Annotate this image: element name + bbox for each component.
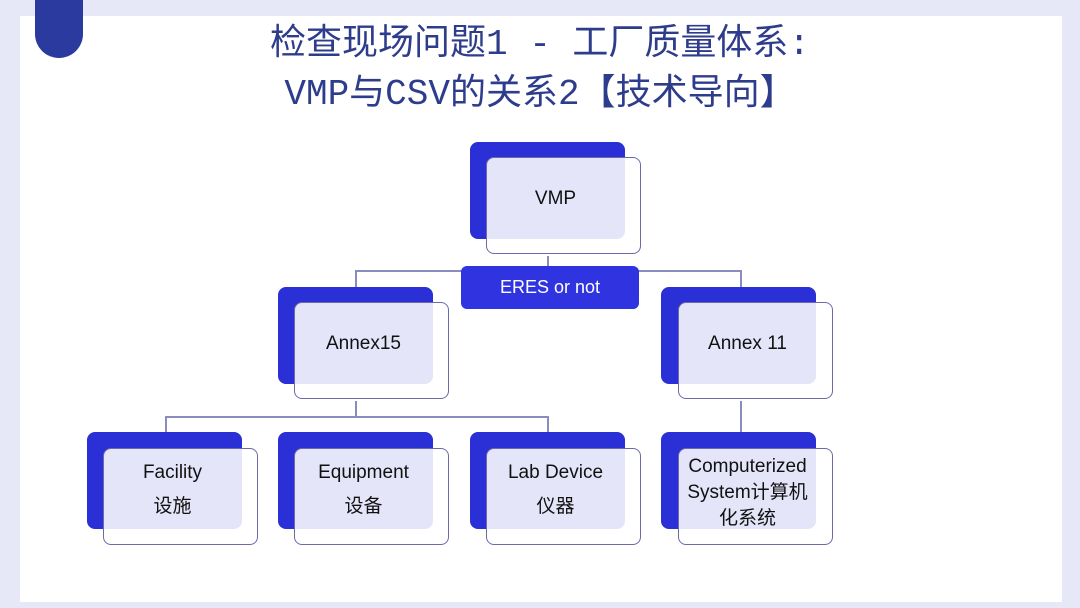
node-label: Lab Device [507, 461, 604, 483]
node-annex11: Annex 11 [678, 302, 833, 399]
node-label: 化系统 [718, 507, 776, 529]
node-facility: Facility 设施 [103, 448, 258, 545]
connector [740, 270, 742, 288]
node-lab-device: Lab Device 仪器 [486, 448, 641, 545]
node-label: VMP [534, 187, 577, 209]
node-eres: ERES or not [461, 266, 639, 309]
node-label-zh: 设施 [153, 495, 192, 517]
node-label: Annex15 [325, 332, 401, 354]
node-annex15: Annex15 [294, 302, 449, 399]
node-label: System计算机 [687, 481, 808, 503]
node-label: Equipment [318, 461, 409, 483]
node-label-zh: 设备 [344, 495, 383, 517]
connector [355, 270, 357, 288]
title-line-1: 检查现场问题1 - 工厂质量体系: [269, 24, 811, 65]
node-label: Annex 11 [708, 332, 787, 354]
connector [355, 401, 357, 417]
node-label: Computerized [688, 455, 807, 477]
node-equipment: Equipment 设备 [294, 448, 449, 545]
connector [547, 416, 549, 433]
connector [740, 401, 742, 433]
connector [547, 256, 549, 268]
connector [165, 416, 548, 418]
node-label: Facility [142, 461, 203, 483]
node-vmp: VMP [486, 157, 641, 254]
node-label-zh: 仪器 [536, 495, 575, 517]
connector [165, 416, 167, 433]
title-line-2: VMP与CSV的关系2【技术导向】 [284, 74, 796, 115]
slide-accent-tab [35, 0, 83, 58]
